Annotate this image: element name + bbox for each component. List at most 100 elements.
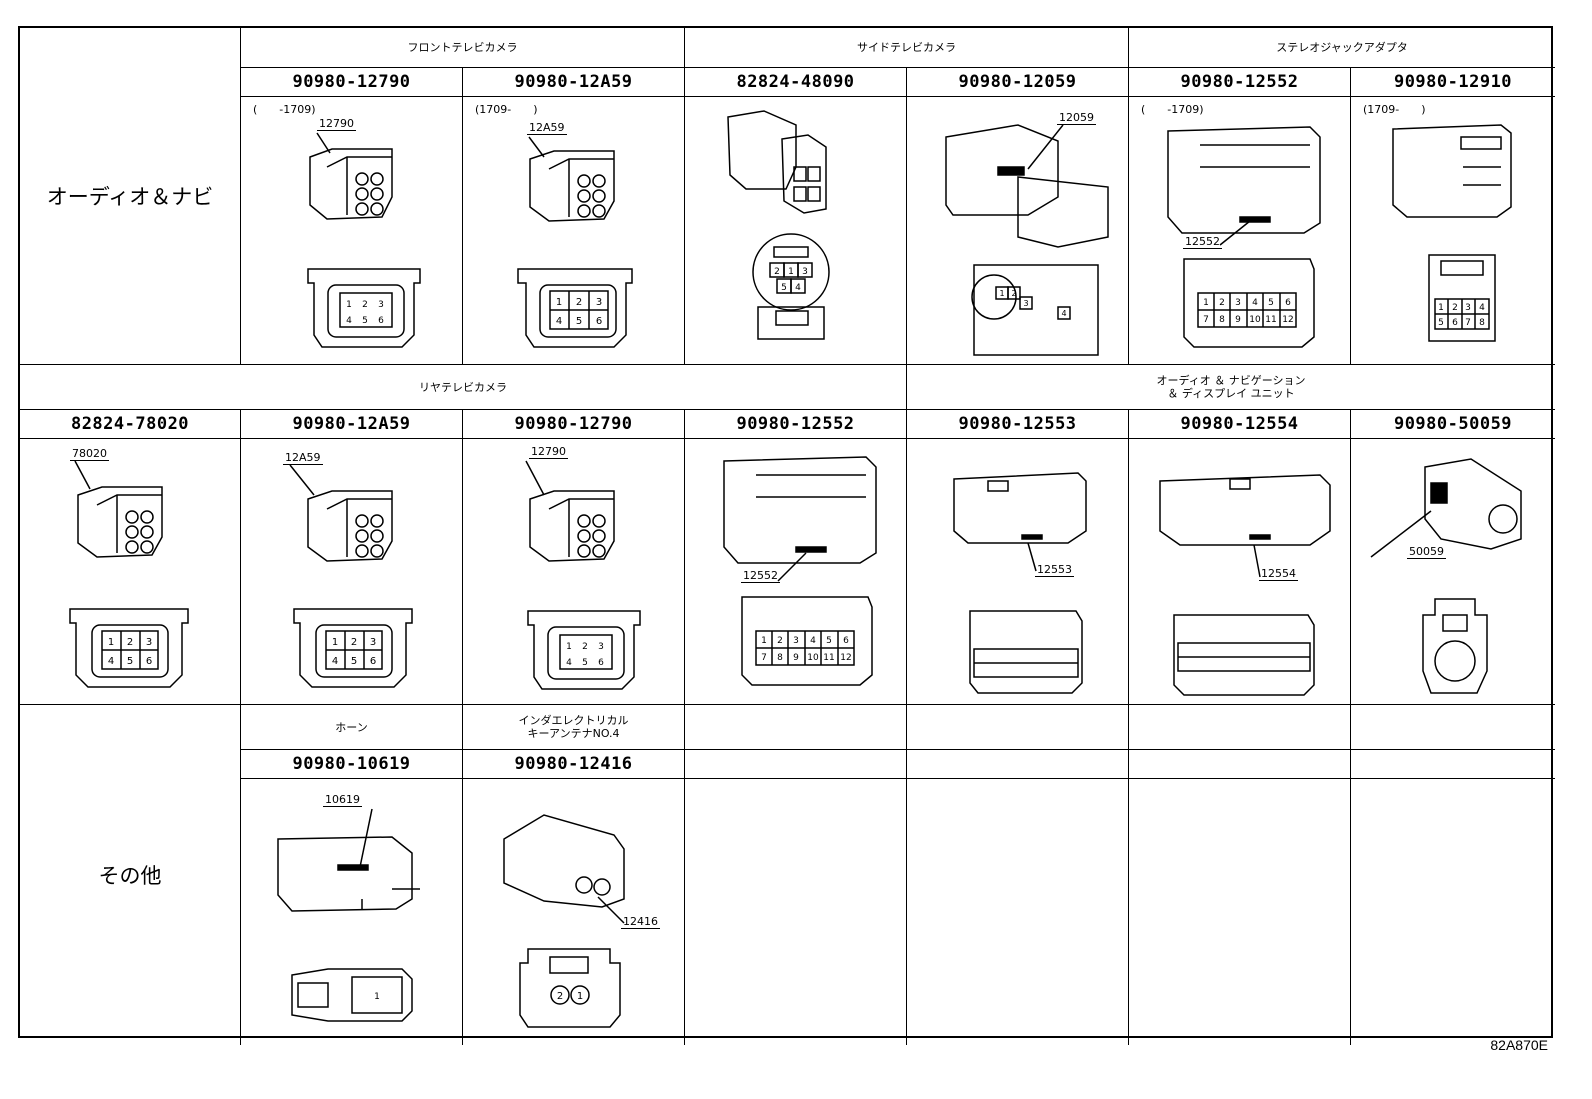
part-number: 90980-12416 <box>463 750 685 779</box>
svg-text:2: 2 <box>556 991 562 1002</box>
part-number: 90980-10619 <box>241 750 463 779</box>
connector-1pin-illustration: 1 <box>276 808 420 1022</box>
category-stereo-jack: ステレオジャックアダプタ <box>1129 28 1555 68</box>
svg-text:3: 3 <box>369 637 375 648</box>
empty-cell <box>1351 750 1555 779</box>
callout-label: 12A59 <box>527 121 567 135</box>
svg-text:7: 7 <box>1465 318 1471 328</box>
svg-text:7: 7 <box>1203 315 1209 325</box>
svg-text:11: 11 <box>1265 315 1276 325</box>
svg-text:4: 4 <box>555 316 561 327</box>
svg-text:2: 2 <box>127 637 133 648</box>
part-number: 90980-12553 <box>907 410 1129 439</box>
svg-text:3: 3 <box>793 636 799 646</box>
connector-drawing: 12553 <box>907 439 1129 705</box>
svg-text:7: 7 <box>761 653 767 663</box>
svg-text:1: 1 <box>788 267 794 277</box>
category-key-antenna: インダエレクトリカル キーアンテナNO.4 <box>463 705 685 750</box>
svg-text:3: 3 <box>1465 303 1471 313</box>
section-label: その他 <box>98 864 162 888</box>
callout-label: 12554 <box>1259 567 1298 581</box>
part-number: 90980-12A59 <box>463 68 685 97</box>
production-range: ( -1709) <box>1141 103 1204 116</box>
svg-text:5: 5 <box>350 656 356 667</box>
connector-6pin-illustration: 1 2 3 4 5 6 <box>69 460 189 688</box>
svg-text:1: 1 <box>576 991 582 1002</box>
empty-cell <box>685 750 907 779</box>
svg-text:1: 1 <box>1438 303 1444 313</box>
part-number: 90980-12552 <box>685 410 907 439</box>
svg-text:3: 3 <box>802 267 808 277</box>
callout-label: 12A59 <box>283 451 323 465</box>
drawing-code: 82A870E <box>1490 1037 1548 1053</box>
svg-text:1: 1 <box>1203 298 1209 308</box>
svg-text:2: 2 <box>1011 289 1016 298</box>
svg-text:4: 4 <box>795 283 801 293</box>
svg-text:8: 8 <box>1479 318 1485 328</box>
category-label: インダエレクトリカル キーアンテナNO.4 <box>518 714 629 740</box>
connector-multipin-illustration <box>1158 474 1331 696</box>
callout-label: 12552 <box>1183 235 1222 249</box>
empty-cell <box>685 705 907 750</box>
empty-cell <box>1351 779 1555 1045</box>
svg-text:1: 1 <box>108 637 114 648</box>
svg-text:3: 3 <box>1023 299 1028 308</box>
svg-text:12: 12 <box>1282 315 1293 325</box>
production-range: (1709- ) <box>1363 103 1426 116</box>
section-audio-navi: オーディオ＆ナビ <box>20 28 241 365</box>
svg-text:12: 12 <box>840 653 851 663</box>
svg-text:3: 3 <box>146 637 152 648</box>
svg-text:1: 1 <box>555 297 561 308</box>
svg-text:5: 5 <box>362 316 368 326</box>
svg-text:1: 1 <box>346 300 352 310</box>
empty-cell <box>1351 705 1555 750</box>
svg-text:4: 4 <box>108 656 114 667</box>
svg-text:1: 1 <box>331 637 337 648</box>
category-label: サイドテレビカメラ <box>857 41 956 54</box>
part-number: 90980-12554 <box>1129 410 1351 439</box>
svg-text:3: 3 <box>1235 298 1241 308</box>
svg-text:4: 4 <box>566 658 572 668</box>
category-rear-camera: リヤテレビカメラ <box>20 365 907 410</box>
svg-text:3: 3 <box>598 642 604 652</box>
category-label: オーディオ ＆ ナビゲーション ＆ ディスプレイ ユニット <box>1156 374 1306 400</box>
svg-text:11: 11 <box>823 653 834 663</box>
svg-text:6: 6 <box>369 656 375 667</box>
part-number: 82824-48090 <box>685 68 907 97</box>
svg-text:1: 1 <box>374 992 380 1002</box>
connector-coax-illustration <box>1370 458 1522 694</box>
callout-label: 78020 <box>70 447 109 461</box>
callout-label: 10619 <box>323 793 362 807</box>
svg-text:2: 2 <box>575 297 581 308</box>
empty-cell <box>685 779 907 1045</box>
svg-text:6: 6 <box>598 658 604 668</box>
svg-text:6: 6 <box>146 656 152 667</box>
category-display-unit: オーディオ ＆ ナビゲーション ＆ ディスプレイ ユニット <box>907 365 1555 410</box>
empty-cell <box>1129 750 1351 779</box>
svg-text:6: 6 <box>1285 298 1291 308</box>
connector-drawing: 78020 1 2 3 4 5 6 <box>20 439 241 705</box>
svg-text:4: 4 <box>346 316 352 326</box>
category-label: ステレオジャックアダプタ <box>1276 41 1408 54</box>
connector-drawing: 12554 <box>1129 439 1351 705</box>
section-label: オーディオ＆ナビ <box>46 185 214 209</box>
svg-text:8: 8 <box>777 653 783 663</box>
part-number: 90980-12552 <box>1129 68 1351 97</box>
callout-label: 12552 <box>741 569 780 583</box>
svg-text:4: 4 <box>1061 309 1066 318</box>
part-number: 90980-12A59 <box>241 410 463 439</box>
svg-text:5: 5 <box>127 656 133 667</box>
